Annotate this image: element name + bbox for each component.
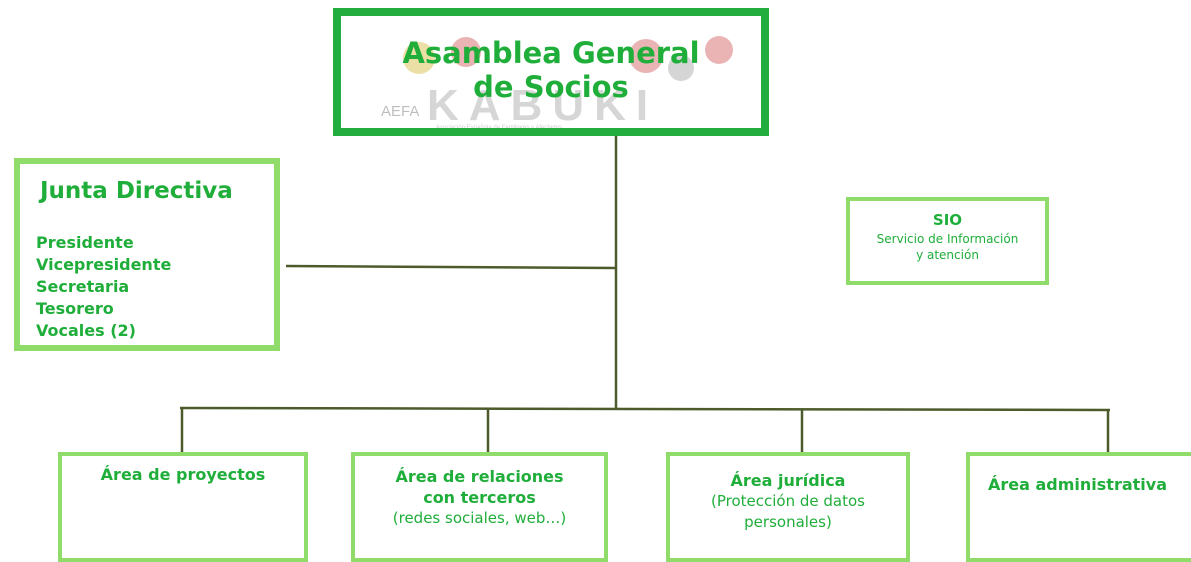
- junta-directiva-title: Junta Directiva: [40, 178, 233, 204]
- junta-directiva-box: Junta Directiva Presidente Vicepresident…: [14, 158, 280, 351]
- area-administrativa-box: Área administrativa: [966, 452, 1191, 562]
- junta-member: Vocales (2): [36, 321, 136, 340]
- sio-box: SIO Servicio de Información y atención: [846, 197, 1049, 285]
- junta-member: Vicepresidente: [36, 255, 172, 274]
- area-administrativa-title: Área administrativa: [988, 475, 1167, 494]
- junta-connector-line: [285, 264, 617, 270]
- area-juridica-subtitle-line1: (Protección de datos: [711, 492, 865, 510]
- area-proyectos-box: Área de proyectos: [58, 452, 308, 562]
- area-proyectos-title: Área de proyectos: [100, 465, 266, 484]
- area-relaciones-subtitle: (redes sociales, web…): [392, 509, 567, 527]
- svg-text:AEFA: AEFA: [381, 103, 419, 120]
- area-relaciones-box: Área de relaciones con terceros (redes s…: [351, 452, 608, 562]
- area-relaciones-title-line1: Área de relaciones: [395, 467, 564, 486]
- junta-members-list: Presidente Vicepresidente Secretaria Tes…: [36, 232, 171, 342]
- asamblea-general-title: Asamblea General de Socios: [341, 36, 761, 104]
- asamblea-general-box: AEFA KABUKI Asociación Española de Famil…: [333, 8, 769, 136]
- asamblea-title-line1: Asamblea General: [402, 36, 700, 70]
- sio-subtitle-line2: y atención: [916, 248, 979, 262]
- svg-text:Asociación Española de Familia: Asociación Española de Familiares y Afec…: [436, 125, 562, 128]
- area-juridica-title: Área jurídica: [730, 471, 846, 490]
- sio-subtitle: Servicio de Información y atención: [850, 231, 1045, 263]
- svg-text:KABUKI: KABUKI: [427, 81, 658, 128]
- area-juridica-box: Área jurídica (Protección de datos perso…: [666, 452, 910, 562]
- sio-subtitle-line1: Servicio de Información: [876, 232, 1019, 246]
- junta-member: Presidente: [36, 233, 134, 252]
- junta-member: Secretaria: [36, 277, 130, 296]
- asamblea-title-line2: de Socios: [473, 70, 629, 104]
- kabuki-logo-watermark: AEFA KABUKI Asociación Española de Famil…: [381, 36, 733, 128]
- bottom-bus-line: [179, 406, 1111, 412]
- area-juridica-subtitle-line2: personales): [744, 513, 832, 531]
- sio-title: SIO: [932, 211, 963, 229]
- junta-member: Tesorero: [36, 299, 114, 318]
- connector-lines: [179, 136, 1111, 460]
- area-relaciones-title-line2: con terceros: [423, 488, 536, 507]
